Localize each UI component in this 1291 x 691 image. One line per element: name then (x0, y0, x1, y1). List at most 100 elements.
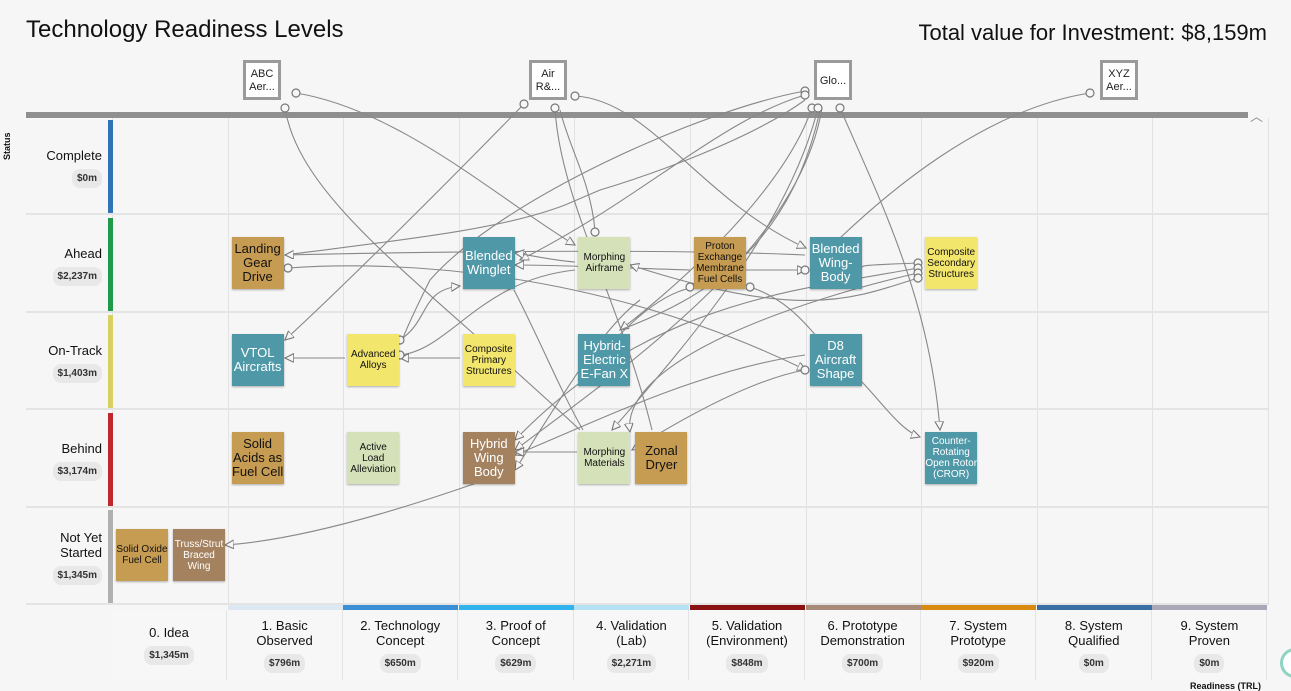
level-value: $796m (264, 653, 306, 673)
level-header[interactable]: 9. System Proven $0m (1152, 610, 1268, 680)
technology-node[interactable]: Blended Winglet (462, 237, 515, 289)
status-label: Not Yet Started$1,345m (26, 530, 102, 585)
status-name: Not Yet Started (60, 530, 102, 560)
org-node[interactable]: ABC Aer... (243, 60, 281, 100)
level-header[interactable]: 7. System Prototype $920m (921, 610, 1037, 680)
grid-line (1036, 118, 1038, 605)
technology-node[interactable]: VTOL Aircrafts (231, 334, 284, 386)
status-value: $1,403m (52, 364, 102, 383)
technology-node[interactable]: Truss/Strut Braced Wing (173, 529, 225, 581)
port (570, 91, 580, 101)
level-label: 8. System Qualified (1064, 617, 1123, 648)
level-color-bar (343, 605, 459, 610)
technology-node[interactable]: Blended Wing-Body (809, 237, 862, 289)
status-label: Behind $3,174m (26, 441, 102, 481)
status-label: On-Track $1,403m (26, 343, 102, 383)
status-label: Complete $0m (26, 148, 102, 188)
grid-line (1152, 118, 1154, 605)
total-investment: Total value for Investment: $8,159m (918, 20, 1267, 45)
technology-node[interactable]: Morphing Airframe (578, 237, 631, 289)
status-name: On-Track (48, 343, 102, 358)
status-row (26, 508, 1268, 605)
level-value: $0m (1078, 653, 1109, 673)
status-color-bar (108, 413, 113, 506)
level-label: 9. System Proven (1180, 617, 1239, 648)
port (291, 88, 301, 98)
level-label: 6. Prototype Demonstration (820, 617, 905, 648)
level-label: 7. System Prototype (949, 617, 1008, 648)
level-color-bar (1152, 605, 1268, 610)
collapse-chevron-icon[interactable]: ︿ (1250, 109, 1264, 124)
port (813, 103, 823, 113)
status-row (26, 216, 1268, 313)
level-value: $2,271m (606, 653, 657, 673)
technology-node[interactable]: Proton Exchange Membrane Fuel Cells (694, 237, 746, 289)
level-header[interactable]: 8. System Qualified $0m (1036, 610, 1152, 680)
level-color-bar (805, 605, 921, 610)
level-header[interactable]: 3. Proof of Concept$629m (458, 610, 574, 680)
technology-node[interactable]: Landing Gear Drive (231, 237, 284, 289)
technology-node[interactable]: Composite Primary Structures (462, 334, 515, 386)
level-color-bar (690, 605, 805, 610)
level-value: $0m (1194, 653, 1225, 673)
port (800, 90, 810, 100)
level-label: 1. Basic Observed (256, 617, 313, 648)
grid-line (227, 118, 229, 605)
status-row (26, 118, 1268, 215)
status-color-bar (108, 218, 113, 311)
technology-node[interactable]: Counter-Rotating Open Rotor (CROR) (925, 432, 978, 484)
technology-node[interactable]: Morphing Materials (578, 432, 631, 484)
org-node[interactable]: XYZ Aer... (1100, 60, 1138, 100)
status-color-bar (108, 315, 113, 408)
readiness-axis-label: Readiness (TRL) (1189, 681, 1261, 691)
level-value: $629m (495, 653, 537, 673)
technology-node[interactable]: Hybrid Wing Body (462, 432, 515, 484)
level-value: $920m (957, 653, 999, 673)
port (519, 99, 529, 109)
floating-action-button[interactable] (1280, 648, 1291, 678)
status-axis-label: Status (2, 132, 12, 160)
status-label: Ahead$2,237m (26, 246, 102, 286)
technology-node[interactable]: Solid Acids as Fuel Cell (231, 432, 284, 484)
technology-node[interactable]: Composite Secondary Structures (925, 237, 978, 289)
technology-node[interactable]: Zonal Dryer (635, 432, 688, 484)
level-value: $700m (842, 653, 884, 673)
port (835, 103, 845, 113)
technology-node[interactable]: Hybrid-Electric E-Fan X (578, 334, 631, 386)
level-color-bar (227, 605, 343, 610)
level-value: $650m (379, 653, 421, 673)
level-header[interactable]: 5. Validation (Environment)$848m (690, 610, 805, 680)
level-color-bar (921, 605, 1037, 610)
level-label: 4. Validation (Lab) (596, 617, 667, 648)
port (550, 103, 560, 113)
level-header[interactable]: 4. Validation (Lab) $2,271m (574, 610, 690, 680)
port (807, 103, 817, 113)
status-value: $3,174m (52, 462, 102, 481)
port (1085, 88, 1095, 98)
level-header[interactable]: 6. Prototype Demonstration $700m (805, 610, 921, 680)
level-header[interactable]: 0. Idea $1,345m (112, 610, 227, 680)
level-color-bar (112, 605, 227, 610)
level-value: $1,345m (144, 646, 194, 665)
level-color-bar (458, 605, 574, 610)
level-label: 0. Idea (149, 625, 189, 640)
level-header[interactable]: 2. Technology Concept $650m (343, 610, 459, 680)
status-row (26, 313, 1268, 410)
org-node[interactable]: Air R&... (529, 60, 567, 100)
level-header[interactable]: 1. Basic Observed $796m (227, 610, 343, 680)
port (800, 86, 810, 96)
technology-node[interactable]: Advanced Alloys (347, 334, 400, 386)
status-row (26, 411, 1268, 508)
org-node[interactable]: Glo... (814, 60, 852, 100)
status-name: Complete (46, 148, 102, 163)
technology-node[interactable]: D8 Aircraft Shape (809, 334, 862, 386)
status-value: $2,237m (52, 267, 102, 286)
level-color-bar (574, 605, 690, 610)
status-value: $0m (71, 169, 102, 188)
technology-node[interactable]: Solid Oxide Fuel Cell (116, 529, 168, 581)
level-label: 5. Validation (Environment) (706, 617, 788, 648)
status-name: Behind (61, 441, 102, 456)
grid-line (1268, 118, 1269, 605)
technology-node[interactable]: Active Load Alleviation (347, 432, 400, 484)
level-label: 2. Technology Concept (360, 617, 441, 648)
